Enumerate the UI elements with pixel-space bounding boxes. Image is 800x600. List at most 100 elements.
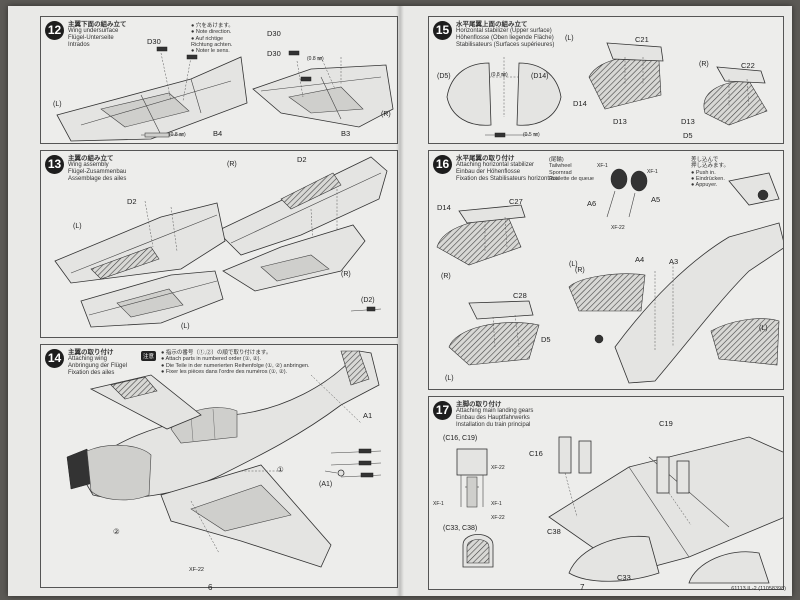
label-a6: A6 [587,199,597,208]
label-step-2: ② [113,527,120,536]
step-15-diagram [446,42,768,138]
step-16-panel: 16 水平尾翼の取り付け Attaching horizontal stabil… [428,150,784,390]
label-a1: A1 [363,411,373,420]
step-15-title-jp: 水平尾翼上面の組み立て [456,21,528,28]
product-code: 61113 IL-2 (11058398) [731,586,786,592]
label-d30-b: D30 [267,29,281,38]
step-13-panel: 13 主翼の組み立て Wing assembly Flügel-Zusammen… [40,150,398,338]
step-12-note: ● 穴をあけます。● Note direction.● Auf richtige… [191,23,234,55]
page-left: 12 主翼下面の組み立て Wing undersurface Flügel-Un… [8,6,400,596]
label-d13-a: D13 [613,117,627,126]
label-xf22: XF-22 [189,567,204,573]
label-right: (R) [699,61,709,68]
step-14-title-fr: Fixation des ailes [68,370,115,376]
label-a5: A5 [651,195,661,204]
label-d5: (D5) [437,73,451,80]
instruction-sheet: 12 主翼下面の組み立て Wing undersurface Flügel-Un… [8,6,792,596]
label-c33-c38: (C33, C38) [443,525,478,532]
step-16-number: 16 [433,155,452,174]
label-left-b: (L) [445,375,454,382]
step-13-number: 13 [45,155,64,174]
label-d30-c: D30 [267,49,281,58]
label-left: (L) [53,101,62,108]
label-left-a: (L) [569,261,578,268]
label-b4: B4 [213,129,223,138]
label-c21: C21 [635,35,649,44]
step-12-title-jp: 主翼下面の組み立て [68,21,127,28]
step-12-title-fr: Intrados [68,42,90,48]
step-17-panel: 17 主脚の取り付け Attaching main landing gears … [428,396,784,590]
label-step-1: ① [277,465,284,474]
step-16-title-de: Einbau der Höhenflosse [456,169,521,175]
step-12-diagram [56,46,394,142]
label-c33: C33 [617,573,631,582]
label-d14: D14 [437,203,451,212]
step-14-diagram [66,350,382,568]
label-xf1-b: XF-1 [491,501,502,507]
label-left: (L) [565,35,574,42]
label-left-lower: (L) [181,323,190,330]
label-c22: C22 [741,61,755,70]
step-15-title-en: Horizontal stabilizer (Upper surface) [456,28,552,34]
step-15-panel: 15 水平尾翼上面の組み立て Horizontal stabilizer (Up… [428,16,784,144]
step-14-number: 14 [45,349,64,368]
label-xf1-b: XF-1 [647,169,658,175]
label-xf1-a: XF-1 [433,501,444,507]
label-d2-left: D2 [127,197,137,206]
label-right-b: (R) [575,267,585,274]
label-d14: D14 [573,99,587,108]
step-13-diagram [54,156,388,328]
label-xf22-b: XF-22 [491,515,505,521]
label-c16: C16 [529,449,543,458]
label-d30-a: D30 [147,37,161,46]
page-right: 15 水平尾翼上面の組み立て Horizontal stabilizer (Up… [400,6,792,596]
step-16-push-note: 差し込んで押し込みます。● Push in.● Eindrücken.● App… [691,157,729,189]
label-c38: C38 [547,527,561,536]
step-13-title-de: Flügel-Zusammenbau [68,169,127,175]
label-d5: D5 [541,335,551,344]
step-12-title-en: Wing undersurface [68,28,119,34]
step-17-title-en: Attaching main landing gears [456,408,534,414]
label-d13-b: D13 [681,117,695,126]
label-d2-top: D2 [297,155,307,164]
label-a3: A3 [669,257,679,266]
step-14-panel: 14 主翼の取り付け Attaching wing Anbringung der… [40,344,398,588]
step-13-title-fr: Assemblage des ailes [68,176,127,182]
label-right: (R) [381,111,391,118]
step-17-title-de: Einbau des Hauptfahrwerks [456,415,530,421]
step-15-title-fr: Stabilisateurs (Surfaces supérieures) [456,42,555,48]
label-c19: C19 [659,419,673,428]
label-b3: B3 [341,129,351,138]
page-gutter [396,6,404,596]
label-xf22: XF-22 [611,225,625,231]
label-xf1-a: XF-1 [597,163,608,169]
page-number-right: 7 [580,583,585,592]
label-right-top: (R) [227,161,237,168]
page-number-left: 6 [208,583,213,592]
step-17-number: 17 [433,401,452,420]
label-c27: C27 [509,197,523,206]
step-17-title-jp: 主脚の取り付け [456,401,502,408]
step-14-note: ● 指示の番号（①,②）の順で取り付けます。● Attach parts in … [161,350,310,375]
label-left-c: (L) [759,325,768,332]
step-12-panel: 12 主翼下面の組み立て Wing undersurface Flügel-Un… [40,16,398,144]
label-xf22-a: XF-22 [491,465,505,471]
label-a1-part: (A1) [319,481,333,488]
step-16-diagram [436,168,783,384]
step-17-diagram [456,436,783,584]
label-d5-b: D5 [683,131,693,140]
step-15-number: 15 [433,21,452,40]
label-d2-part: (D2) [361,297,375,304]
label-left-wing: (L) [73,223,82,230]
step-14-title-jp: 主翼の取り付け [68,349,114,356]
step-17-title-fr: Installation du train principal [456,422,531,428]
label-a4: A4 [635,255,645,264]
step-16-title-jp: 水平尾翼の取り付け [456,155,515,162]
step-16-title-fr: Fixation des Stabilisateurs horizontaux [456,176,559,182]
label-drill-08: (0.8 ㎜) [491,72,508,78]
label-drill-a: (0.8 ㎜) [169,132,186,138]
step-13-title-en: Wing assembly [68,162,109,168]
label-d14-paren: (D14) [531,73,549,80]
label-right-mid: (R) [341,271,351,278]
